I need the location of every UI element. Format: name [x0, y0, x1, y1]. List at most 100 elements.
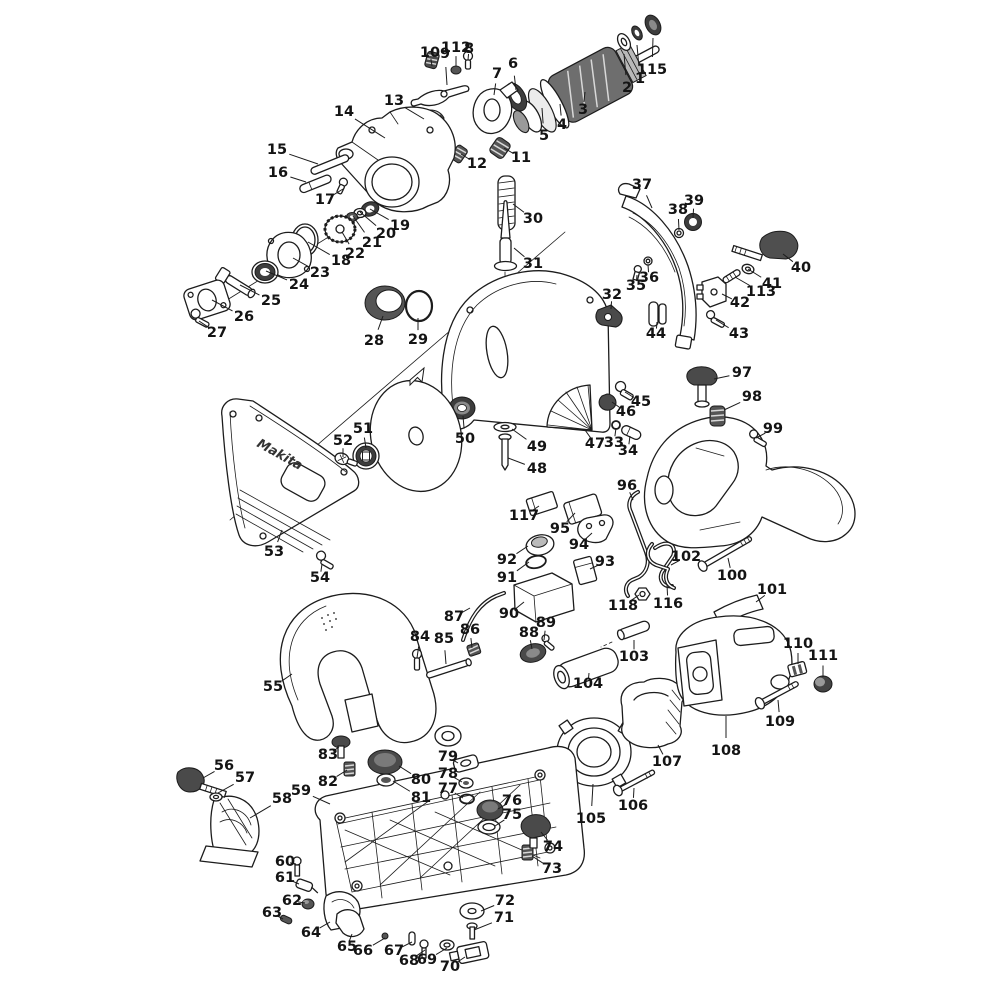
gear-housing — [335, 106, 456, 213]
leader-line-65 — [348, 933, 353, 942]
leader-line-88 — [529, 640, 533, 650]
part-label-80: 80 — [411, 772, 431, 788]
clamp-parts-66-72 — [381, 902, 490, 965]
part-label-74: 74 — [543, 839, 563, 855]
leader-line-104 — [587, 672, 590, 680]
leader-line-56 — [202, 770, 215, 779]
leader-line-107 — [657, 744, 664, 755]
screw-48 — [498, 433, 512, 471]
leader-line-117 — [530, 505, 540, 512]
part-label-111: 111 — [808, 648, 838, 664]
mid-parts — [364, 175, 518, 323]
part-label-107: 107 — [652, 754, 682, 770]
nut-118 — [634, 587, 651, 601]
part-label-62: 62 — [282, 893, 302, 909]
leader-line-71 — [473, 922, 493, 931]
leader-line-46 — [611, 401, 620, 408]
part-label-65: 65 — [337, 939, 357, 955]
part-label-52: 52 — [333, 433, 353, 449]
part-label-84: 84 — [410, 629, 430, 645]
stator-107 — [620, 677, 685, 749]
leader-line-74 — [540, 831, 548, 841]
part-label-113: 113 — [746, 284, 776, 300]
leader-line-36 — [647, 264, 650, 273]
base-bosses — [334, 769, 556, 892]
leader-line-14 — [354, 118, 386, 139]
leader-line-11 — [503, 147, 514, 154]
leader-line-85 — [444, 650, 447, 665]
part-label-60: 60 — [275, 854, 295, 870]
depth-knob-73-79 — [452, 754, 551, 861]
leader-line-77 — [454, 792, 464, 799]
depth-guide — [595, 182, 799, 350]
leader-line-22 — [341, 231, 350, 245]
motor-housing-108 — [674, 615, 793, 716]
switch-cluster — [513, 490, 676, 623]
leader-line-96 — [629, 492, 634, 501]
leader-line-34 — [628, 435, 631, 445]
leader-line-21 — [352, 215, 365, 233]
part-label-67: 67 — [384, 943, 404, 959]
part-label-76: 76 — [502, 793, 522, 809]
part-label-59: 59 — [291, 783, 311, 799]
leader-line-35 — [635, 274, 638, 282]
screw-84 — [411, 648, 423, 671]
part-label-88: 88 — [519, 625, 539, 641]
leader-line-43 — [715, 319, 729, 329]
part-label-102: 102 — [671, 549, 701, 565]
part-label-103: 103 — [619, 649, 649, 665]
part-label-78: 78 — [438, 766, 458, 782]
part-label-39: 39 — [684, 193, 704, 209]
part-label-93: 93 — [595, 554, 615, 570]
lever-9 — [410, 85, 470, 107]
part-label-31: 31 — [523, 256, 543, 272]
saw-blade — [369, 379, 463, 493]
bracket-42 — [696, 276, 727, 308]
leader-line-73 — [531, 855, 544, 864]
leader-line-28 — [377, 315, 384, 330]
leader-line-59 — [312, 795, 331, 805]
leader-line-7 — [493, 83, 497, 96]
part-label-83: 83 — [318, 747, 338, 763]
leader-line-55 — [281, 673, 293, 682]
spring-86 — [466, 642, 482, 657]
leader-line-102 — [670, 560, 680, 566]
sector-gear-47 — [546, 384, 593, 431]
part-label-64: 64 — [301, 925, 321, 941]
leader-line-19 — [369, 208, 389, 221]
part-label-95: 95 — [550, 521, 570, 537]
part-label-116: 116 — [653, 596, 683, 612]
part-label-70: 70 — [440, 959, 460, 975]
leader-line-42 — [721, 293, 733, 300]
screw-99 — [749, 429, 767, 448]
grommet-51 — [352, 442, 380, 470]
part-label-19: 19 — [390, 218, 410, 234]
leader-line-99 — [755, 432, 766, 439]
part-label-58: 58 — [272, 791, 292, 807]
part-label-7: 7 — [492, 66, 502, 82]
part-label-48: 48 — [527, 461, 547, 477]
part-label-4: 4 — [557, 117, 567, 133]
part-label-86: 86 — [460, 622, 480, 638]
leader-line-1 — [636, 44, 640, 67]
rear-handle — [643, 366, 856, 627]
leader-line-101 — [755, 595, 766, 603]
part-label-79: 79 — [438, 749, 458, 765]
part-label-12: 12 — [467, 156, 487, 172]
part-label-101: 101 — [757, 582, 787, 598]
leader-line-13 — [404, 107, 425, 120]
part-label-118: 118 — [608, 598, 638, 614]
leader-line-32 — [610, 301, 613, 310]
part-label-115: 115 — [637, 62, 667, 78]
part-label-18: 18 — [331, 253, 351, 269]
leader-line-64 — [319, 921, 331, 929]
bracket-94 — [577, 514, 614, 544]
part-label-56: 56 — [214, 758, 234, 774]
leader-line-86 — [470, 638, 473, 649]
part-label-28: 28 — [364, 333, 384, 349]
leader-line-78 — [454, 777, 463, 783]
top-small-parts — [410, 50, 528, 164]
part-label-75: 75 — [502, 807, 522, 823]
shaft-85 — [425, 658, 472, 679]
